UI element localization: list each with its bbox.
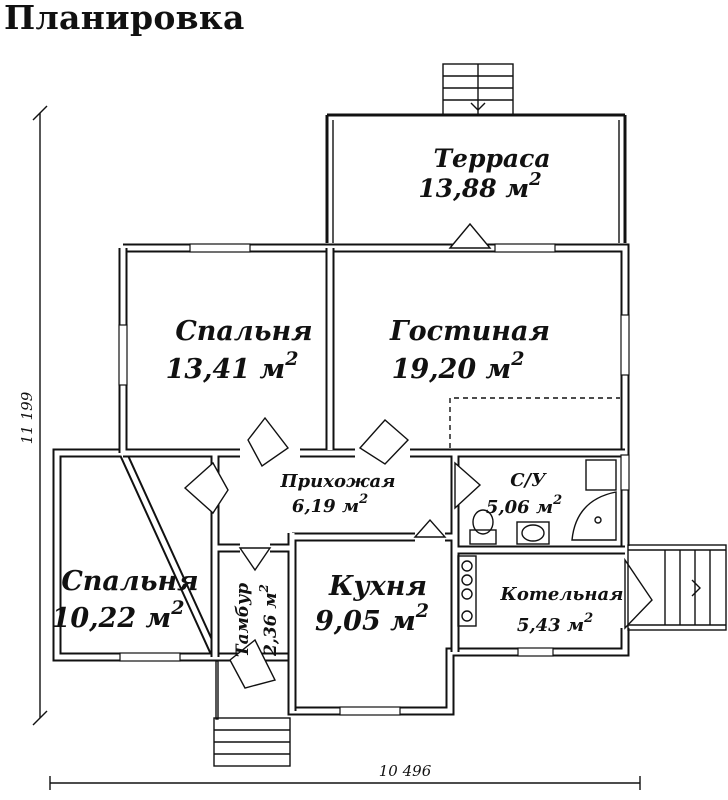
room-area: 13,88 м [418, 174, 529, 203]
room-label-bedroom-1: Спальня 13,41 м2 [166, 316, 313, 385]
windows [118, 243, 630, 716]
room-area: 9,05 м [315, 606, 416, 637]
boiler-steps [627, 544, 727, 631]
height-dimension-label: 11 199 [18, 391, 36, 444]
room-area-unit: 2 [510, 348, 524, 370]
room-name: Кухня [328, 571, 427, 602]
room-label-hall: Прихожая 6,19 м2 [280, 471, 396, 517]
room-area-unit: 2 [257, 584, 271, 593]
doors [183, 222, 653, 689]
room-area: 19,20 м [392, 354, 512, 385]
room-label-vestibule: Тамбур 2,36 м2 [233, 583, 281, 657]
room-area-unit: 2 [284, 348, 298, 370]
room-name: Тамбур [233, 583, 253, 657]
room-name: Прихожая [280, 471, 396, 492]
toilet-icon [469, 509, 497, 545]
svg-text:2,36 м2: 2,36 м2 [257, 584, 281, 657]
svg-text:6,19 м2: 6,19 м2 [292, 492, 368, 517]
room-area-unit: 2 [583, 611, 593, 626]
width-dimension-label: 10 496 [379, 762, 432, 780]
room-area-unit: 2 [552, 493, 562, 508]
room-area: 2,36 м [261, 592, 281, 656]
room-name: Котельная [499, 584, 623, 605]
svg-text:13,88 м2: 13,88 м2 [418, 169, 541, 203]
height-dimension: 11 199 [18, 105, 48, 726]
room-label-bedroom-2: Спальня 10,22 м2 [52, 566, 199, 634]
entrance-steps [213, 660, 291, 767]
room-name: Гостиная [389, 316, 550, 347]
svg-text:10,22 м2: 10,22 м2 [52, 597, 185, 634]
living-stair-outline [449, 397, 620, 448]
room-label-living: Гостиная 19,20 м2 [389, 316, 550, 385]
terrace-steps [442, 63, 514, 116]
width-dimension: 10 496 [49, 762, 641, 790]
room-area: 5,43 м [517, 615, 584, 636]
room-label-kitchen: Кухня 9,05 м2 [315, 571, 429, 637]
bathroom-fixtures [469, 459, 617, 545]
room-name: Спальня [175, 316, 312, 347]
svg-text:5,06 м2: 5,06 м2 [486, 493, 562, 518]
room-area: 6,19 м [292, 496, 359, 517]
room-name: С/У [510, 470, 547, 491]
stove-icon [457, 555, 477, 627]
room-label-boiler: Котельная 5,43 м2 [499, 584, 623, 636]
exterior-walls [52, 243, 630, 716]
svg-text:19,20 м2: 19,20 м2 [392, 348, 525, 385]
page-title: Планировка [4, 0, 245, 37]
room-area-unit: 2 [528, 169, 542, 190]
svg-text:9,05 м2: 9,05 м2 [315, 600, 429, 637]
room-label-bath: С/У 5,06 м2 [486, 470, 562, 518]
room-area: 10,22 м [52, 603, 172, 634]
sink-icon [516, 521, 550, 545]
room-area-unit: 2 [358, 492, 368, 507]
room-area-unit: 2 [170, 597, 184, 619]
room-area: 13,41 м [166, 354, 286, 385]
svg-text:13,41 м2: 13,41 м2 [166, 348, 299, 385]
terrace [325, 63, 627, 243]
room-name: Терраса [433, 144, 550, 173]
room-area: 5,06 м [486, 497, 553, 518]
room-label-terrace: Терраса 13,88 м2 [418, 144, 550, 203]
room-name: Спальня [61, 566, 198, 597]
room-area-unit: 2 [415, 600, 429, 622]
svg-text:5,43 м2: 5,43 м2 [517, 611, 593, 636]
